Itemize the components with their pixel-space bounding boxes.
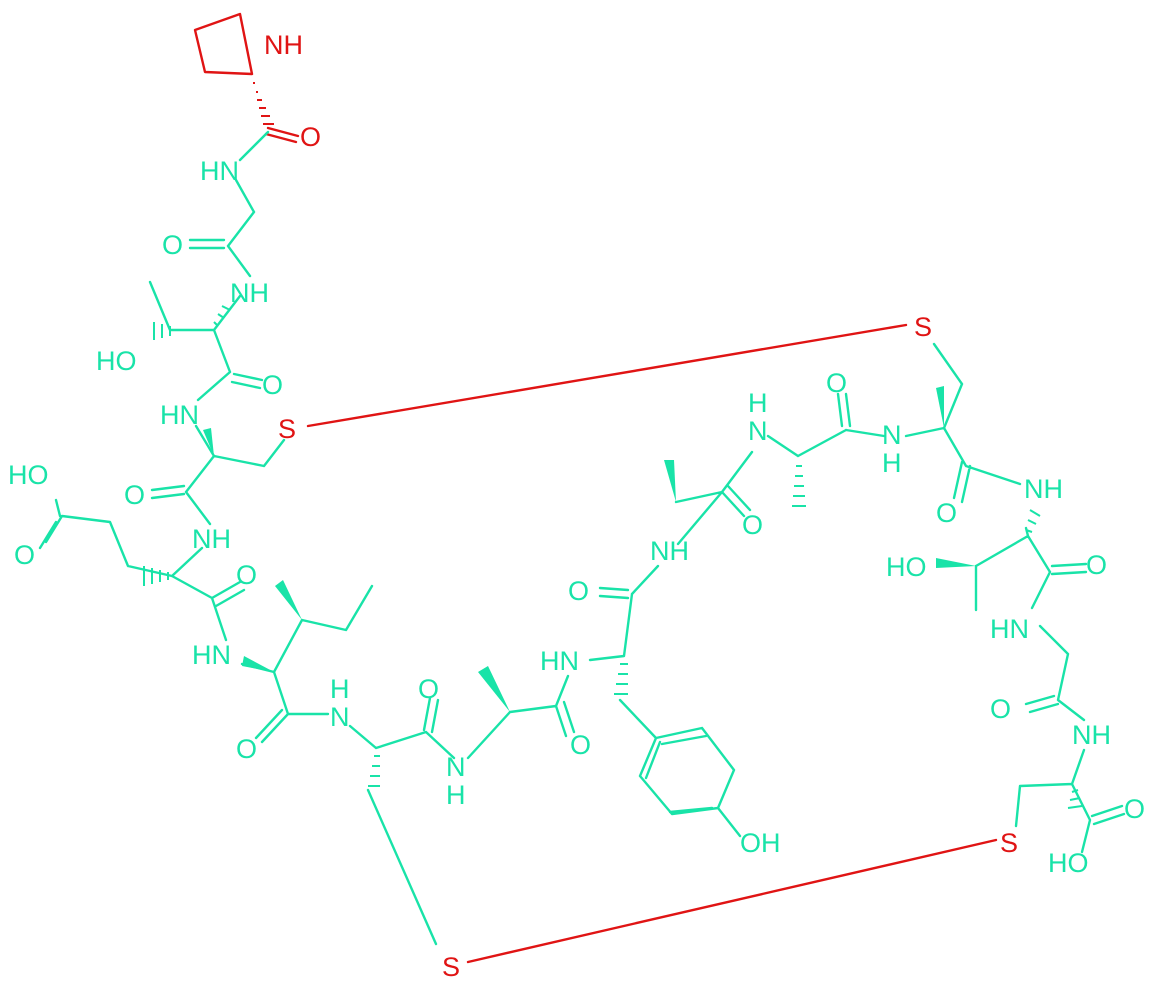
atom-label-o: O [262,370,283,400]
disulfide-bond-lower [466,838,998,964]
atom-label-h: H [748,388,768,418]
atom-label-nh: NH [1024,474,1063,504]
atom-label-ho: HO [8,460,49,490]
atom-label-o: O [570,730,591,760]
wedge-bonds [203,386,976,712]
atom-label-o: O [990,694,1011,724]
atom-label-o: O [936,498,957,528]
atom-label-h: H [882,448,902,478]
atom-label-o: O [742,510,763,540]
atom-label-s: S [1000,828,1018,858]
atom-label-o: O [124,480,145,510]
atom-label-o: O [568,576,589,606]
atom-label-o: O [14,540,35,570]
hash-bonds [143,305,1083,809]
proline-hash-bond [253,82,274,125]
atom-label-o: O [236,734,257,764]
atom-label-nh: NH [192,524,231,554]
atom-label-o: O [826,368,847,398]
atom-label-nh: NH [1072,720,1111,750]
atom-label-h: H [330,674,350,704]
atom-label-s: S [914,312,932,342]
atom-label-hn: HN [200,156,239,186]
atom-labels: NH O S S S S HN O NH HO O HN HO O NH O O… [8,30,1145,982]
atom-label-o: O [1086,550,1107,580]
atom-label-o: O [162,230,183,260]
atom-label-ho: HO [886,552,927,582]
atom-label-nh: NH [264,30,303,60]
atom-label-hn: HN [540,646,579,676]
atom-label-n: N [882,420,902,450]
atom-label-h: H [446,780,466,810]
atom-label-s: S [278,414,296,444]
peptide-backbone-bonds [38,130,1126,946]
atom-label-o: O [1124,794,1145,824]
atom-label-nh: NH [650,536,689,566]
disulfide-bond-upper [306,323,908,428]
atom-label-n: N [330,702,350,732]
atom-label-ho: HO [96,346,137,376]
atom-label-s: S [442,952,460,982]
proline-group [193,12,300,144]
atom-label-o: O [300,122,321,152]
atom-label-n: N [748,416,768,446]
atom-label-ho: HO [1048,848,1089,878]
atom-label-hn: HN [192,640,231,670]
atom-label-hn: HN [160,400,199,430]
proline-ring-bonds [193,12,254,76]
proline-carbonyl-bond [264,126,300,144]
atom-label-oh: OH [740,828,781,858]
atom-label-o: O [236,560,257,590]
atom-label-nh: NH [230,278,269,308]
atom-label-n: N [446,752,466,782]
atom-label-o: O [418,674,439,704]
atom-label-hn: HN [990,614,1029,644]
